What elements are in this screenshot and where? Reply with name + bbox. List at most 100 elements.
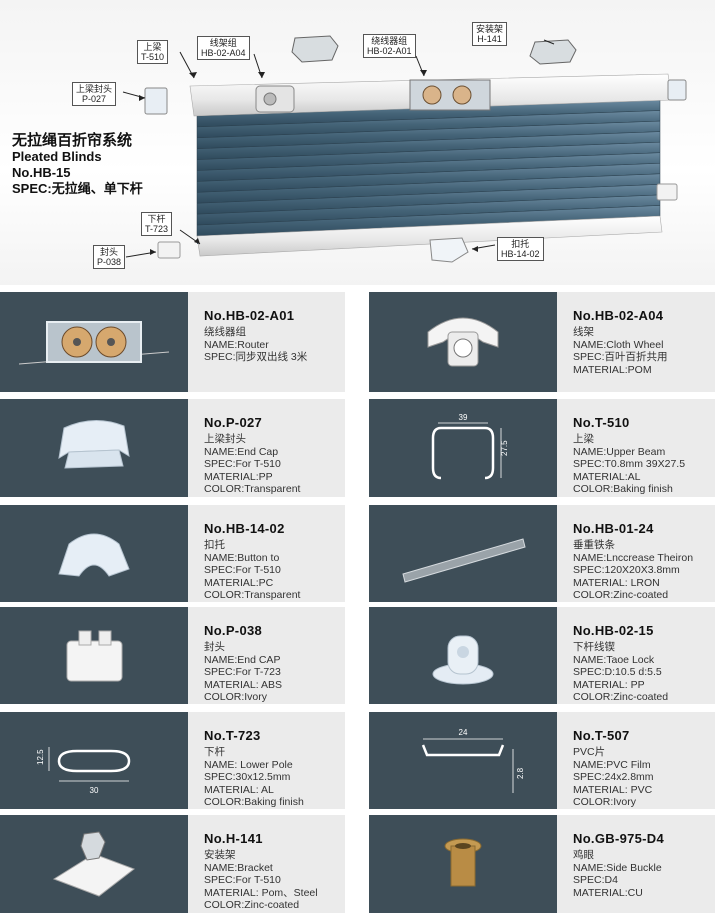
bottom-right-cap-part xyxy=(656,183,678,201)
product-code: No.HB-02-A04 xyxy=(573,308,664,323)
cloth-wheel-icon xyxy=(408,302,518,382)
spec-line: 线架 xyxy=(573,326,594,338)
spec-line: MATERIAL:PP xyxy=(204,470,273,483)
product-image-panel xyxy=(369,505,557,602)
spec-line: SPEC:For T-723 xyxy=(204,666,281,678)
product-code: No.T-723 xyxy=(204,728,261,743)
spec-line: NAME:Side Buckle xyxy=(573,861,662,874)
spec-line: MATERIAL: Pom、Steel xyxy=(204,886,318,899)
button-clip-icon xyxy=(39,514,149,594)
tape-lock-icon xyxy=(408,616,518,696)
blind-assembly-drawing xyxy=(122,35,687,263)
spec-line: 安装架 xyxy=(204,849,236,861)
spec-line: SPEC:T0.8mm 39X27.5 xyxy=(573,458,686,470)
spec-line: NAME: Lower Pole xyxy=(204,758,293,771)
model-number: No.HB-15 xyxy=(12,165,71,180)
spec-line: NAME:End Cap xyxy=(204,445,279,458)
router-part xyxy=(409,79,491,111)
spec-line: MATERIAL: PVC xyxy=(573,783,653,796)
spec-line: COLOR:Zinc-coated xyxy=(573,691,669,703)
spec-line: COLOR:Zinc-coated xyxy=(204,899,300,911)
spec-line: 下杆 xyxy=(204,746,225,758)
upper-beam-profile-icon: 39 27.5 xyxy=(403,408,523,488)
end-cap-right-part xyxy=(667,79,687,101)
bottom-end-cap-part xyxy=(157,241,181,259)
spec-line: MATERIAL:CU xyxy=(573,886,643,899)
product-image-panel xyxy=(369,815,557,913)
spec-line: COLOR:Transparent xyxy=(204,483,301,495)
svg-text:12.5: 12.5 xyxy=(36,748,45,764)
spec-line: 上梁 xyxy=(573,433,594,445)
spec-line: NAME:End CAP xyxy=(204,653,281,666)
svg-text:27.5: 27.5 xyxy=(500,440,509,456)
spec-line: COLOR:Transparent xyxy=(204,589,301,601)
spec-line: MATERIAL: ABS xyxy=(204,678,282,691)
pvc-film-profile-icon: 24 2.8 xyxy=(393,721,533,801)
product-code: No.P-027 xyxy=(204,415,263,430)
spec-line: NAME:Lnccrease Theiron xyxy=(573,551,694,564)
spec-line: 鸡眼 xyxy=(573,849,594,861)
spec-line: NAME:Router xyxy=(204,338,269,351)
spec-line: NAME:Taoe Lock xyxy=(573,653,655,666)
product-code: No.HB-02-A01 xyxy=(204,308,295,323)
product-code: No.HB-14-02 xyxy=(204,521,285,536)
product-code: No.HB-02-15 xyxy=(573,623,654,638)
bracket-icon xyxy=(39,824,149,904)
product-code: No.T-510 xyxy=(573,415,630,430)
bracket-part xyxy=(291,35,577,65)
product-image-panel: 24 2.8 xyxy=(369,712,557,809)
spec-line: 垂重铁条 xyxy=(573,539,615,551)
product-code: No.HB-01-24 xyxy=(573,521,654,536)
spec-line: COLOR:Zinc-coated xyxy=(573,589,669,601)
spec-line: MATERIAL: AL xyxy=(204,783,274,796)
product-image-panel xyxy=(0,607,188,704)
spec-line: 绕线器组 xyxy=(204,326,246,338)
spec-line: NAME:Cloth Wheel xyxy=(573,338,664,351)
product-code: No.GB-975-D4 xyxy=(573,831,665,846)
product-image-panel: 12.5 30 xyxy=(0,712,188,809)
lower-pole-profile-icon: 12.5 30 xyxy=(29,721,159,801)
iron-strip-icon xyxy=(393,514,533,594)
spec-line: COLOR:Ivory xyxy=(573,796,637,808)
product-image-panel xyxy=(0,399,188,497)
spec-line: SPEC:D:10.5 d:5.5 xyxy=(573,666,662,678)
spec-line: MATERIAL:PC xyxy=(204,576,274,589)
end-cap-part xyxy=(144,87,168,115)
svg-text:2.8: 2.8 xyxy=(516,767,525,779)
spec-line: NAME:Bracket xyxy=(204,861,273,874)
button-clip-part xyxy=(429,237,469,263)
spec-line: 扣托 xyxy=(204,539,225,551)
